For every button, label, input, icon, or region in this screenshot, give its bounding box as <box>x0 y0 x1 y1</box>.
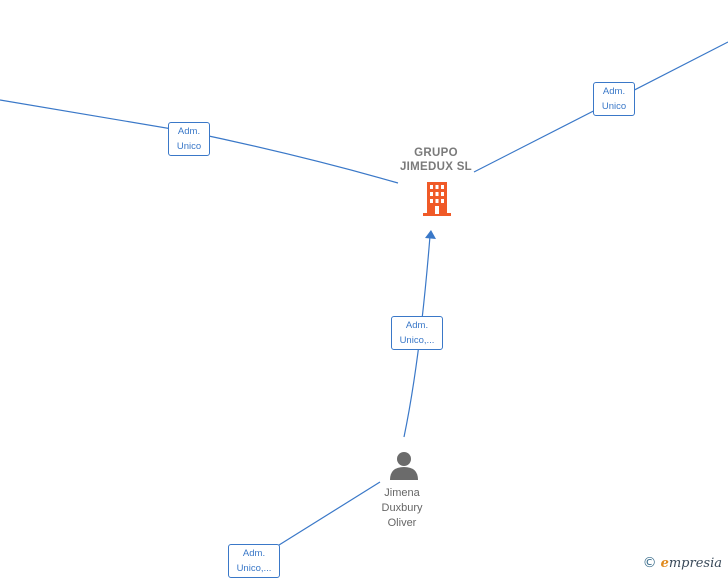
brand-watermark: ©empresia <box>643 555 722 571</box>
copyright-icon: © <box>642 555 657 571</box>
brand-name: mpresia <box>668 556 722 571</box>
person-name[interactable]: Jimena Duxbury Oliver <box>381 487 423 529</box>
person-icon[interactable] <box>389 450 419 480</box>
building-icon[interactable] <box>421 180 453 216</box>
brand-initial: e <box>660 556 669 571</box>
arrow-head-icon <box>425 230 436 239</box>
company-name[interactable]: GRUPO JIMEDUX SL <box>399 147 472 173</box>
edge-label-bottom[interactable]: Adm. Unico,... <box>228 544 280 578</box>
edge-label-right[interactable]: Adm. Unico <box>593 82 635 116</box>
edge-label-left[interactable]: Adm. Unico <box>168 122 210 156</box>
edge-label-person[interactable]: Adm. Unico,... <box>391 316 443 350</box>
